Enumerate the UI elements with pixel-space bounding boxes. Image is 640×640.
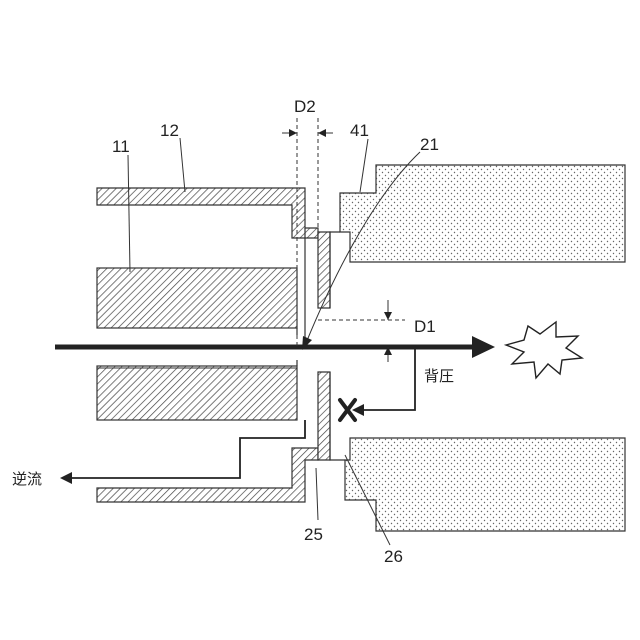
backflow-arrowhead — [60, 472, 72, 484]
inner-block-11-top — [97, 268, 297, 328]
label-25: 25 — [304, 525, 323, 544]
label-41: 41 — [350, 121, 369, 140]
label-11: 11 — [112, 137, 130, 156]
label-backflow: 逆流 — [12, 470, 42, 488]
back-pressure-arrowhead — [352, 404, 364, 416]
inner-block-11-bottom — [97, 366, 297, 420]
label-12: 12 — [160, 121, 179, 140]
label-back-pressure: 背圧 — [424, 367, 454, 385]
label-26: 26 — [384, 547, 403, 566]
outer-wall-12-top — [97, 188, 318, 238]
backflow-route — [70, 420, 305, 478]
label-d1: D1 — [414, 317, 436, 336]
outer-wall-12-bottom — [97, 448, 318, 502]
label-21: 21 — [420, 135, 439, 154]
dotted-block-bottom — [345, 438, 625, 531]
lower-strip-25 — [318, 372, 330, 460]
dotted-block-top — [340, 165, 625, 262]
label-d2: D2 — [294, 97, 316, 116]
main-flow-arrowhead — [472, 336, 495, 358]
explosion-burst-icon — [506, 322, 582, 378]
valve-plate-21 — [318, 232, 330, 308]
